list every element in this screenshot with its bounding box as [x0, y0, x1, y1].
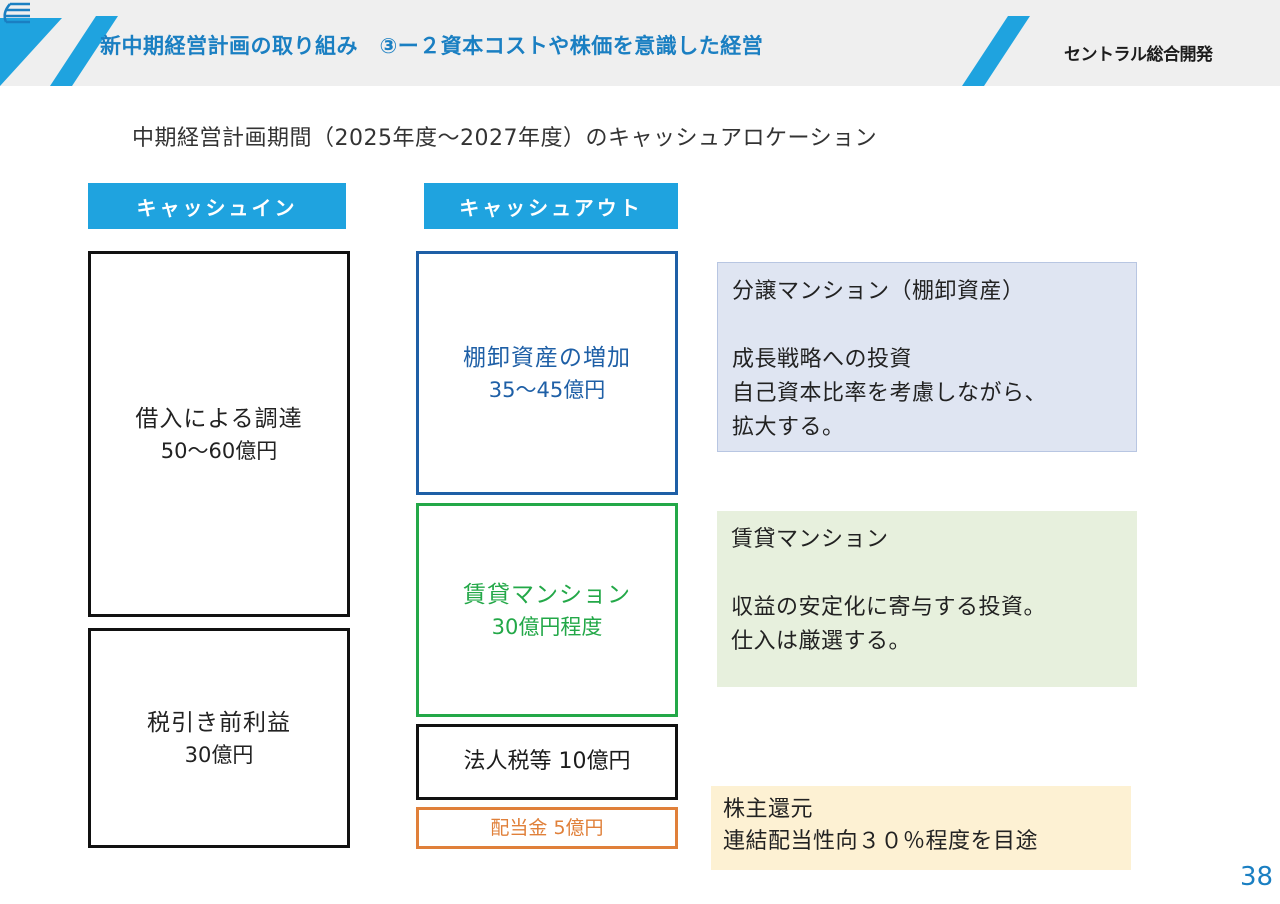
- cash-in-profit-box: 税引き前利益 30億円: [88, 628, 350, 848]
- note-shareholder-title: 株主還元: [723, 797, 814, 822]
- note-shareholder-return: 株主還元 連結配当性向３０％程度を目途: [711, 786, 1131, 870]
- profit-label: 税引き前利益: [147, 710, 291, 736]
- header-left-triangle: [0, 18, 62, 86]
- note-inventory-line: 拡大する。: [732, 415, 845, 440]
- inventory-label: 棚卸資産の増加: [463, 345, 631, 371]
- note-inventory: 分譲マンション（棚卸資産） 成長戦略への投資 自己資本比率を考慮しながら、 拡大…: [717, 262, 1137, 452]
- cash-in-borrowing-box: 借入による調達 50～60億円: [88, 251, 350, 617]
- note-rental-title: 賃貸マンション: [731, 527, 889, 552]
- cash-out-inventory-box: 棚卸資産の増加 35～45億円: [416, 251, 678, 495]
- company-logo-text: セントラル総合開発: [1064, 45, 1213, 65]
- note-rental: 賃貸マンション 収益の安定化に寄与する投資。 仕入は厳選する。: [717, 511, 1137, 687]
- note-inventory-line: 成長戦略への投資: [732, 347, 913, 372]
- header-decoration: [0, 16, 1030, 86]
- cash-out-rental-box: 賃貸マンション 30億円程度: [416, 503, 678, 717]
- section-subtitle: 中期経営計画期間（2025年度～2027年度）のキャッシュアロケーション: [132, 126, 878, 151]
- note-rental-line: 収益の安定化に寄与する投資。: [731, 595, 1047, 620]
- tax-text: 法人税等 10億円: [463, 749, 631, 774]
- header-right-stripe: [962, 16, 1030, 86]
- cash-out-tax-box: 法人税等 10億円: [416, 724, 678, 800]
- header-band: 新中期経営計画の取り組み ③ー２資本コストや株価を意識した経営 セントラル総合開…: [0, 0, 1280, 86]
- profit-amount: 30億円: [184, 743, 254, 767]
- note-shareholder-line: 連結配当性向３０％程度を目途: [723, 829, 1039, 854]
- header-left-stripe: [50, 16, 118, 86]
- cash-out-dividend-box: 配当金 5億円: [416, 807, 678, 849]
- dividend-text: 配当金 5億円: [490, 817, 604, 839]
- cash-in-header: キャッシュイン: [88, 183, 346, 229]
- page-number: 38: [1240, 862, 1274, 892]
- company-logo-icon: [3, 2, 30, 24]
- inventory-amount: 35～45億円: [488, 378, 606, 402]
- borrowing-label: 借入による調達: [135, 406, 303, 432]
- note-rental-line: 仕入は厳選する。: [731, 629, 912, 654]
- rental-amount: 30億円程度: [491, 615, 603, 639]
- borrowing-amount: 50～60億円: [160, 439, 278, 463]
- note-inventory-line: 自己資本比率を考慮しながら、: [732, 381, 1048, 406]
- rental-label: 賃貸マンション: [463, 582, 631, 608]
- cash-out-header: キャッシュアウト: [424, 183, 678, 229]
- note-inventory-title: 分譲マンション（棚卸資産）: [732, 279, 1025, 304]
- page-title: 新中期経営計画の取り組み ③ー２資本コストや株価を意識した経営: [100, 34, 764, 58]
